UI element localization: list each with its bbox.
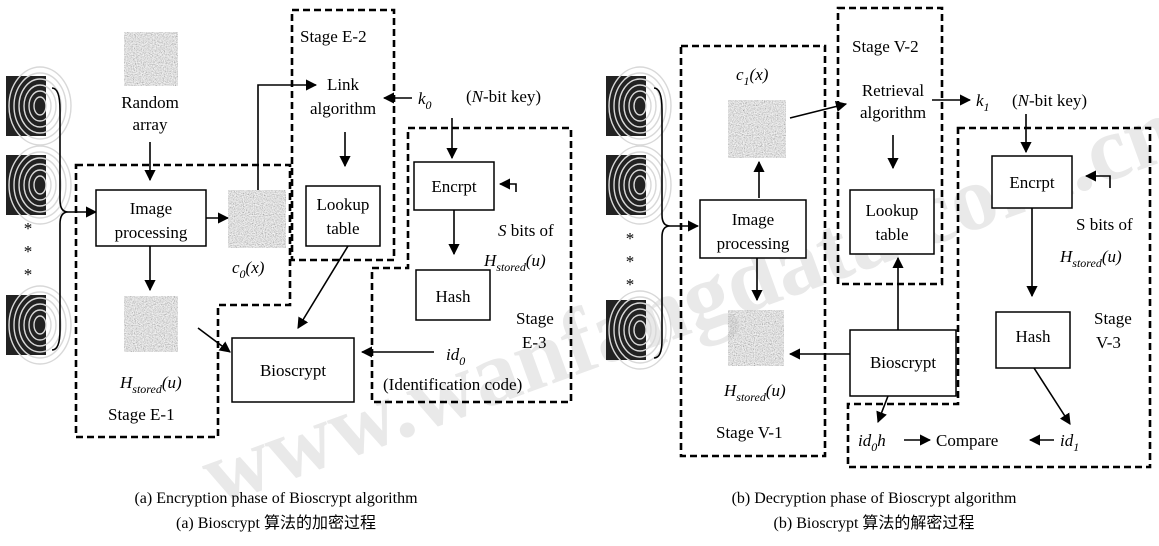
h-stored-label-2: Hstored(u) xyxy=(483,251,546,274)
svg-text:V-3: V-3 xyxy=(1096,333,1121,352)
svg-text:table: table xyxy=(326,219,359,238)
bioscrypt-box xyxy=(849,329,957,397)
svg-text:*: * xyxy=(24,219,33,238)
svg-text:Hash: Hash xyxy=(1016,327,1051,346)
svg-text:Lookup: Lookup xyxy=(866,201,919,220)
stage-v2-label: Stage V-2 xyxy=(852,37,919,56)
svg-text:E-3: E-3 xyxy=(522,333,547,352)
stage-e2-region xyxy=(290,8,396,262)
s-bits-label: S bits of xyxy=(498,221,554,240)
h-stored-image xyxy=(124,296,178,352)
nbit-key-label: (N-bit key) xyxy=(1012,91,1087,110)
encryption-diagram: * * * Random array Image processing c0(x… xyxy=(5,8,573,439)
caption-a-english: (a) Encryption phase of Bioscrypt algori… xyxy=(134,490,418,507)
svg-text:table: table xyxy=(875,225,908,244)
h-stored-label-2: Hstored(u) xyxy=(1059,247,1122,270)
ellipsis-dots: * * * xyxy=(24,219,33,284)
svg-text:processing: processing xyxy=(717,234,790,253)
caption-a-chinese: (a) Bioscrypt 算法的加密过程 xyxy=(176,513,376,532)
c0-label: c0(x) xyxy=(232,258,265,281)
h-stored-image xyxy=(728,310,784,366)
svg-text:processing: processing xyxy=(115,223,188,242)
decryption-diagram: * * * c1(x) Image processing Hstored(u) … xyxy=(605,6,1152,469)
encrpt-box xyxy=(991,155,1073,209)
k0-label: k0 xyxy=(418,89,432,112)
svg-text:Lookup: Lookup xyxy=(317,195,370,214)
svg-text:algorithm: algorithm xyxy=(860,103,926,122)
h-stored-label: Hstored(u) xyxy=(723,381,786,404)
identification-code-label: (Identification code) xyxy=(383,375,522,394)
c1-label: c1(x) xyxy=(736,65,769,88)
stage-v1-label: Stage V-1 xyxy=(716,423,783,442)
retrieval-algorithm-label: Retrieval xyxy=(862,81,925,100)
c1-image xyxy=(728,100,786,158)
ellipsis-dots: * * * xyxy=(626,229,635,294)
svg-text:Bioscrypt: Bioscrypt xyxy=(870,353,936,372)
stage-v2-region xyxy=(836,6,944,286)
nbit-key-label: (N-bit key) xyxy=(466,87,541,106)
stage-e3-region xyxy=(370,126,573,404)
fingerprint-image xyxy=(5,66,72,146)
hash-box xyxy=(415,269,491,321)
encrpt-box xyxy=(413,161,495,211)
svg-text:Image: Image xyxy=(130,199,172,218)
watermark: www.wanfangdata.com.cn xyxy=(188,77,1159,525)
stage-e2-label: Stage E-2 xyxy=(300,27,367,46)
h-stored-label: Hstored(u) xyxy=(119,373,182,396)
svg-text:algorithm: algorithm xyxy=(310,99,376,118)
s-bits-label: S bits of xyxy=(1076,215,1133,234)
image-processing-box xyxy=(95,189,207,247)
random-array-label: Random xyxy=(121,93,179,112)
caption-b-english: (b) Decryption phase of Bioscrypt algori… xyxy=(732,490,1017,507)
hash-box xyxy=(995,311,1071,369)
image-processing-box xyxy=(699,199,807,259)
svg-text:*: * xyxy=(24,265,33,284)
svg-text:*: * xyxy=(24,242,33,261)
link-algorithm-label: Link xyxy=(327,75,360,94)
svg-text:Hash: Hash xyxy=(436,287,471,306)
random-array-image xyxy=(124,32,178,86)
fingerprint-image xyxy=(5,285,72,365)
stage-e3-label: Stage xyxy=(516,309,554,328)
stage-v3-region xyxy=(846,126,1152,469)
compare-label: Compare xyxy=(936,431,998,450)
svg-text:Encrpt: Encrpt xyxy=(1009,173,1055,192)
random-array-label: array xyxy=(133,115,168,134)
stage-v3-label: Stage xyxy=(1094,309,1132,328)
lookup-table-box xyxy=(305,185,381,247)
svg-text:*: * xyxy=(626,275,635,294)
svg-text:Bioscrypt: Bioscrypt xyxy=(260,361,326,380)
svg-text:*: * xyxy=(626,229,635,248)
stage-v1-region xyxy=(679,44,827,458)
svg-text:*: * xyxy=(626,252,635,271)
id0h-label: id0h xyxy=(858,431,886,454)
svg-text:Encrpt: Encrpt xyxy=(431,177,477,196)
bioscrypt-box xyxy=(231,337,355,403)
caption-b-chinese: (b) Bioscrypt 算法的解密过程 xyxy=(774,513,975,532)
svg-text:Image: Image xyxy=(732,210,774,229)
id1-label: id1 xyxy=(1060,431,1079,454)
stage-e1-region xyxy=(74,163,292,439)
id0-label: id0 xyxy=(446,345,465,368)
lookup-table-box xyxy=(849,189,935,255)
c0-image xyxy=(228,190,286,248)
k1-label: k1 xyxy=(976,91,990,114)
fingerprint-image xyxy=(5,145,72,225)
stage-e1-label: Stage E-1 xyxy=(108,405,175,424)
